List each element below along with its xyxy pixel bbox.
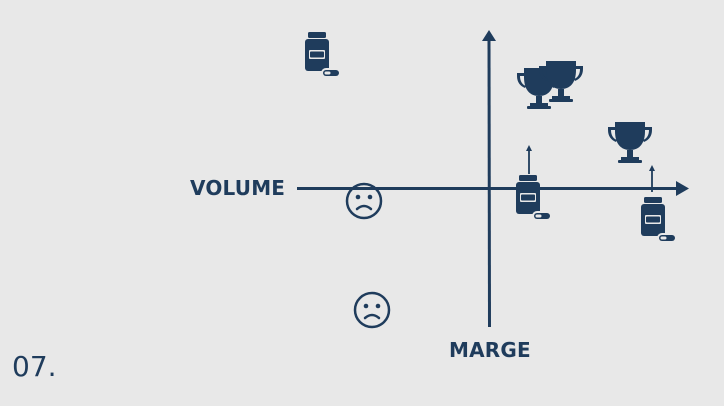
pill-bottle-icon [516, 175, 552, 221]
vertical-axis [482, 30, 496, 328]
volume-axis-label: VOLUME [190, 176, 286, 200]
sad-face-icon [353, 291, 391, 329]
up-arrow-icon [649, 165, 655, 192]
trophy-icon [608, 122, 652, 163]
pill-bottle-icon [641, 197, 677, 243]
horizontal-axis [297, 181, 689, 196]
slide-number: 07. [12, 350, 57, 383]
up-arrow-icon [526, 145, 532, 174]
pill-bottle-icon [305, 32, 341, 78]
marge-axis-label: MARGE [449, 338, 531, 362]
